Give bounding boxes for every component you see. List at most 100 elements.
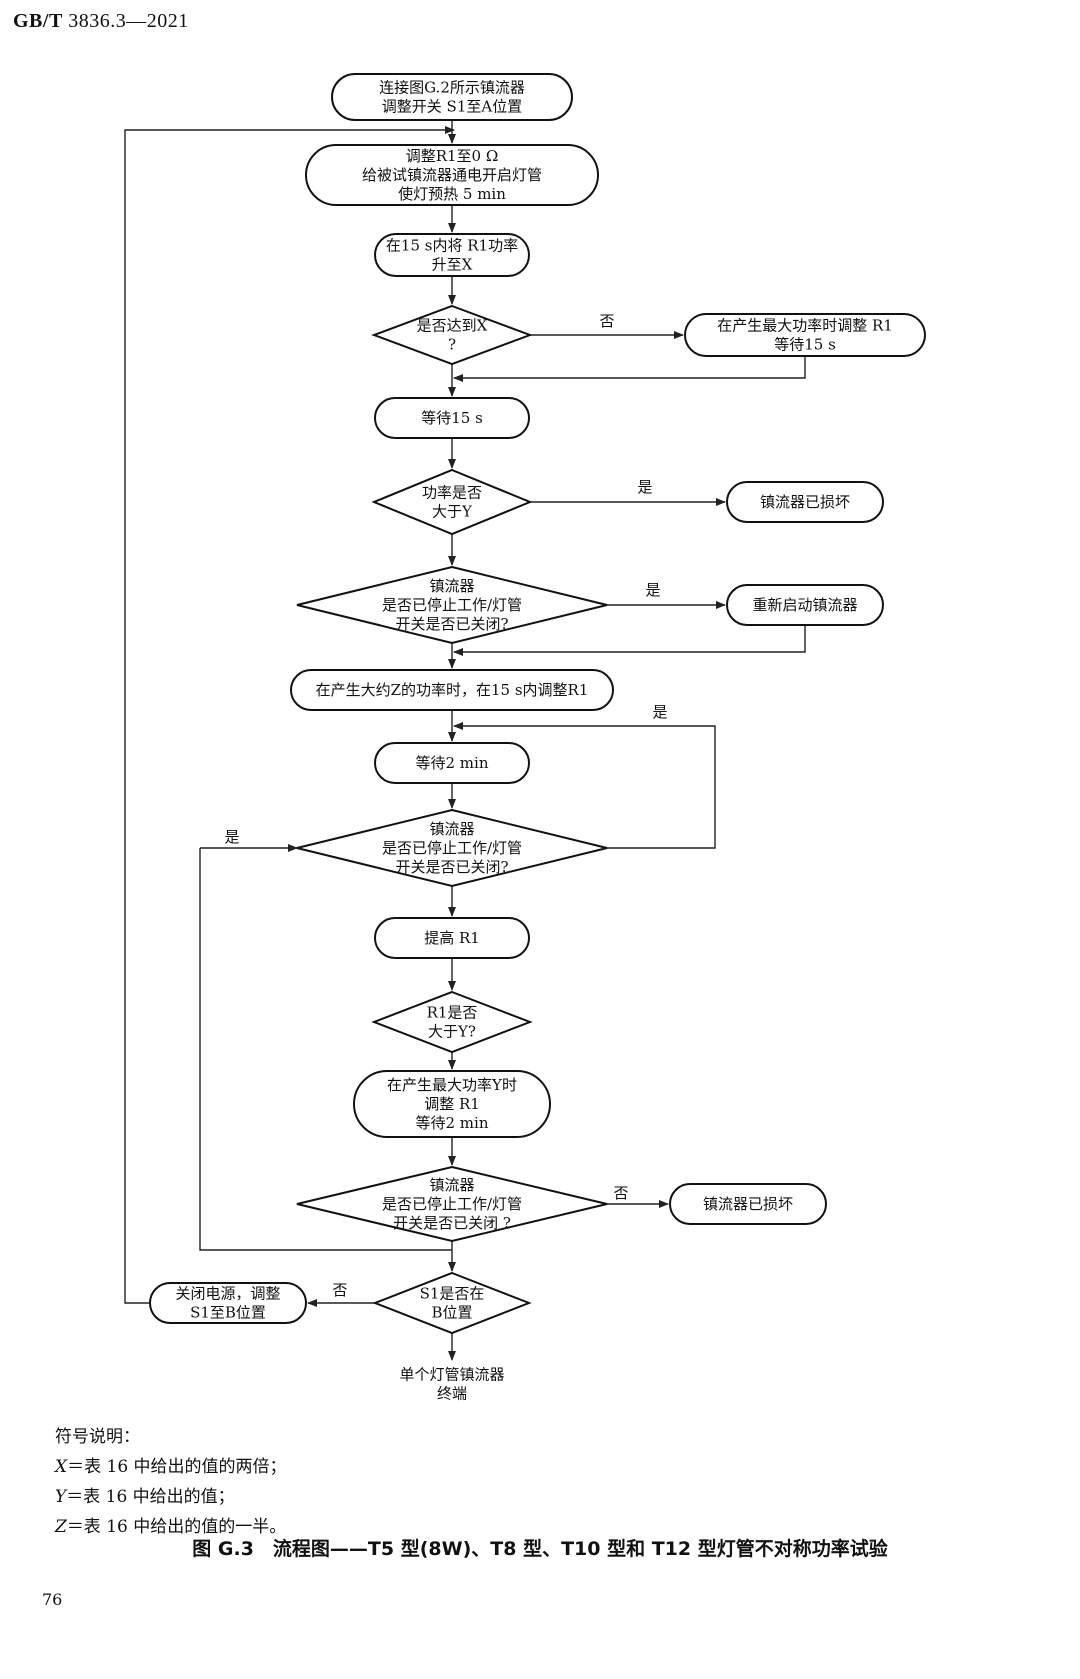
legend-text: ＝表 16 中给出的值； xyxy=(66,1487,235,1507)
terminal-shape xyxy=(669,1183,827,1225)
flow-node-text: 是否已停止工作/灯管 xyxy=(382,596,522,614)
terminal-shape xyxy=(684,313,926,357)
flow-node-text: 升至X xyxy=(432,256,473,274)
flow-node-text: S1是否在 xyxy=(420,1285,485,1303)
decision-shape xyxy=(296,565,608,645)
flow-node-text: 镇流器 xyxy=(429,577,474,595)
flow-node-text: 镇流器已损坏 xyxy=(760,493,850,511)
legend-symbol: Y xyxy=(55,1487,67,1507)
flow-arrow xyxy=(199,848,452,1251)
terminal-shape xyxy=(374,233,530,277)
page-number: 76 xyxy=(42,1590,63,1609)
decision-shape xyxy=(371,990,533,1054)
terminal-shape xyxy=(331,73,573,121)
flow-node-text: 开关是否已关闭? xyxy=(395,858,508,876)
flow-node-text: 等待15 s xyxy=(774,336,836,354)
legend-item-x: X＝表 16 中给出的值的两倍； xyxy=(55,1452,287,1482)
standard-number: 3836.3—2021 xyxy=(68,10,189,32)
flow-node-n7: 重新启动镇流器 xyxy=(726,584,884,626)
flow-node-text: 在15 s内将 R1功率 xyxy=(386,237,518,255)
flow-node-text: 功率是否 xyxy=(422,484,482,502)
flow-node-n12: 镇流器已损坏 xyxy=(669,1183,827,1225)
edge-label-d4-loop-yes: 是 xyxy=(652,703,667,721)
terminal-shape xyxy=(374,397,530,439)
figure-caption: 图 G.3 流程图——T5 型(8W)、T8 型、T10 型和 T12 型灯管不… xyxy=(192,1538,888,1560)
legend-text: ＝表 16 中给出的值的一半。 xyxy=(66,1517,287,1537)
flow-node-n5: 等待15 s xyxy=(374,397,530,439)
flow-node-text: 在产生大约Z的功率时，在15 s内调整R1 xyxy=(316,681,589,699)
legend-symbol: X xyxy=(55,1457,68,1477)
flow-node-text: 调整开关 S1至A位置 xyxy=(382,98,522,116)
flow-node-text: 等待2 min xyxy=(416,754,489,772)
flow-node-text: 在产生最大功率时调整 R1 xyxy=(717,317,893,335)
flow-node-text: 开关是否已关闭? xyxy=(395,615,508,633)
decision-shape xyxy=(371,304,533,366)
flow-node-text: 是否已停止工作/灯管 xyxy=(382,839,522,857)
legend-symbol: Z xyxy=(55,1517,67,1537)
flow-node-text: 重新启动镇流器 xyxy=(752,596,857,614)
edge-label-d4-left-yes: 是 xyxy=(224,828,239,846)
flow-node-text: 镇流器 xyxy=(429,820,474,838)
flowchart-edges xyxy=(124,120,806,1361)
flow-node-text: 大于Y xyxy=(432,503,473,521)
terminal-shape xyxy=(290,669,614,711)
flow-node-text: 连接图G.2所示镇流器 xyxy=(379,79,525,97)
edge-label-d6-no: 否 xyxy=(613,1184,628,1202)
legend-title: 符号说明： xyxy=(55,1427,140,1447)
legend-item-z: Z＝表 16 中给出的值的一半。 xyxy=(55,1512,287,1542)
flow-node-d1: 是否达到X? xyxy=(371,304,533,366)
flow-node-text: 镇流器 xyxy=(429,1176,474,1194)
legend-text: ＝表 16 中给出的值的两倍； xyxy=(67,1457,287,1477)
flow-node-text: 提高 R1 xyxy=(424,929,480,947)
flow-node-text: 开关是否已关闭 ? xyxy=(393,1214,511,1232)
flow-node-text: 单个灯管镇流器 xyxy=(399,1366,504,1384)
flow-arrow xyxy=(453,722,716,849)
edge-label-d7-no: 否 xyxy=(332,1281,347,1299)
flow-node-text: 等待2 min xyxy=(416,1114,489,1132)
flow-node-text: 是否达到X xyxy=(417,317,488,335)
flow-node-text: 终端 xyxy=(437,1385,467,1403)
flow-node-n8: 在产生大约Z的功率时，在15 s内调整R1 xyxy=(290,669,614,711)
symbol-legend: 符号说明： X＝表 16 中给出的值的两倍； Y＝表 16 中给出的值； Z＝表… xyxy=(55,1422,287,1542)
flow-node-n10: 提高 R1 xyxy=(374,917,530,959)
terminal-shape xyxy=(305,144,599,206)
flow-node-text: 调整R1至0 Ω xyxy=(406,147,499,165)
flow-node-text: 给被试镇流器通电开启灯管 xyxy=(362,166,542,184)
edge-label-d2-yes: 是 xyxy=(637,478,652,496)
terminal-shape xyxy=(374,917,530,959)
flow-node-text: S1至B位置 xyxy=(190,1304,266,1322)
terminal-shape xyxy=(726,584,884,626)
decision-shape xyxy=(372,1271,532,1335)
terminal-shape xyxy=(374,742,530,784)
flow-node-text: R1是否 xyxy=(427,1004,478,1022)
flow-node-text: 等待15 s xyxy=(421,409,483,427)
flow-node-n9: 等待2 min xyxy=(374,742,530,784)
flow-node-text: 关闭电源，调整 xyxy=(175,1285,280,1303)
flow-arrow xyxy=(453,625,806,656)
standard-code: GB/T xyxy=(13,10,63,32)
decision-shape xyxy=(296,808,608,888)
decision-shape xyxy=(296,1165,608,1243)
flow-node-n6: 镇流器已损坏 xyxy=(726,481,884,523)
flow-node-text: 是否已停止工作/灯管 xyxy=(382,1195,522,1213)
flow-node-text: 在产生最大功率Y时 xyxy=(387,1076,517,1094)
edge-label-d1-no: 否 xyxy=(599,312,614,330)
flow-node-text: ? xyxy=(448,336,456,354)
terminal-shape xyxy=(353,1070,551,1138)
flow-node-text: 镇流器已损坏 xyxy=(703,1195,793,1213)
